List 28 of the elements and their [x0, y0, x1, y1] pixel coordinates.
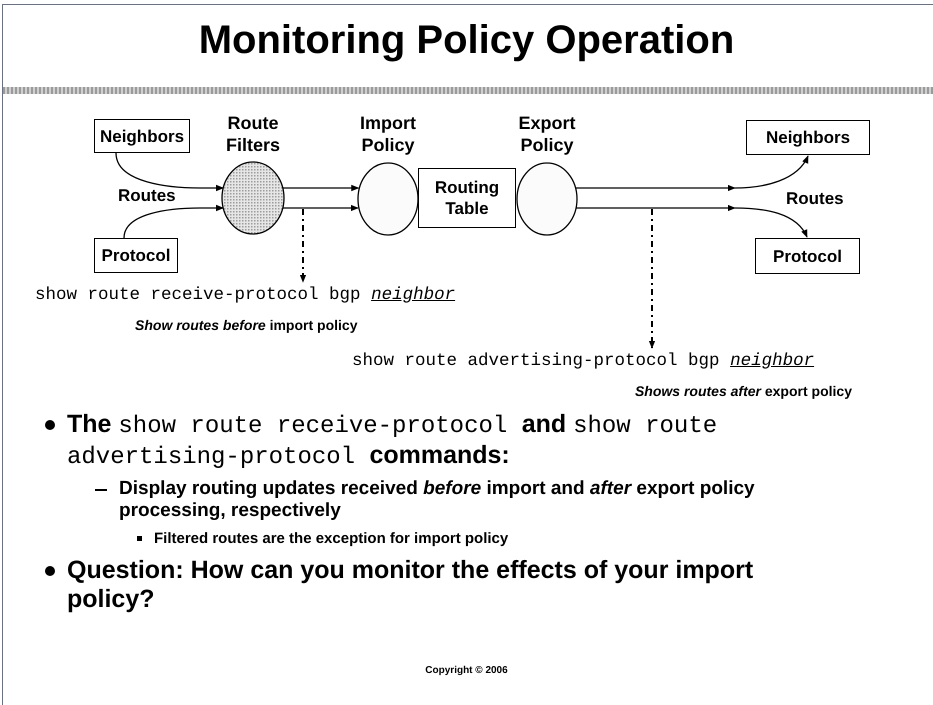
dashed-arrow	[648, 209, 656, 349]
sub-bullet-text: Display routing updates received before import and after export policy processing, respectively	[119, 478, 756, 522]
bullet-text: The show route receive-protocol and show route advertising-protocol commands:	[67, 410, 718, 472]
slide-title: Monitoring Policy Operation	[198, 17, 736, 64]
arrow	[576, 204, 808, 238]
process-box: Protocol	[94, 238, 178, 273]
command-text: show route receive-protocol bgp neighbor	[35, 284, 456, 306]
stage-label: Export Policy	[517, 112, 576, 156]
command-note: Shows routes after export policy	[634, 382, 852, 400]
process-box: Neighbors	[746, 120, 870, 155]
arrow	[282, 184, 360, 192]
routes-label: Routes	[786, 188, 844, 209]
copyright-note: Copyright © 2006	[424, 664, 509, 678]
sub-sub-bullet-text: Filtered routes are the exception for import policy	[154, 530, 508, 548]
arrow	[123, 204, 224, 238]
process-box: Neighbors	[94, 119, 190, 153]
routes-label: Routes	[118, 185, 176, 206]
stage-label: Import Policy	[359, 112, 417, 156]
arrow	[115, 152, 224, 192]
bullet-text: Question: How can you monitor the effects of your import policy?	[67, 556, 754, 614]
command-text: show route advertising-protocol bgp neighbor	[352, 350, 816, 372]
command-note: Show routes before import policy	[135, 316, 358, 334]
dashed-arrow	[300, 209, 306, 283]
arrow	[282, 204, 359, 212]
process-box: Protocol	[755, 238, 860, 274]
stage-label: Route Filters	[224, 112, 282, 156]
arrow	[576, 156, 809, 192]
process-box: Routing Table	[418, 168, 516, 228]
